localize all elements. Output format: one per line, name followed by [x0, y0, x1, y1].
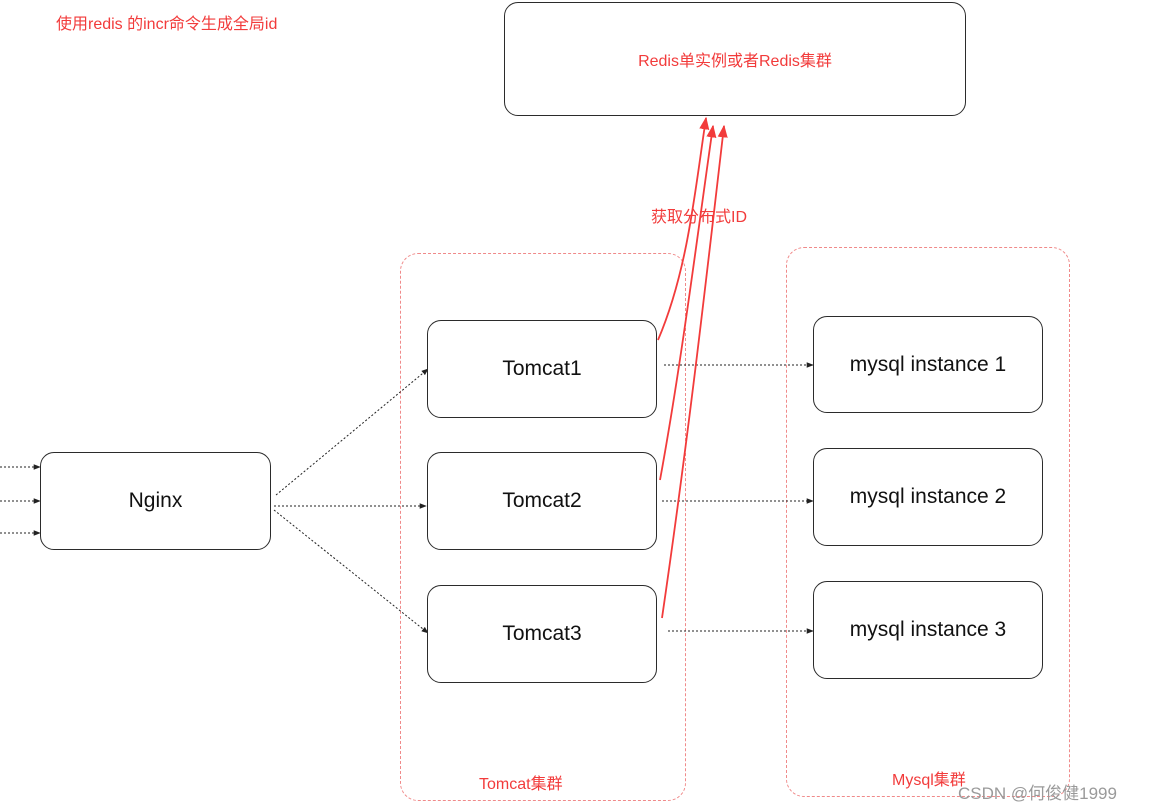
watermark: CSDN @何俊健1999: [958, 784, 1117, 803]
edge-label-get-id: 获取分布式ID: [651, 209, 748, 226]
tomcat-cluster-label: Tomcat集群: [479, 776, 563, 793]
tomcat-cluster-group: [400, 253, 686, 801]
nginx-label: Nginx: [128, 489, 183, 512]
tomcat2-label: Tomcat2: [502, 489, 582, 512]
tomcat3-node: Tomcat3: [427, 585, 657, 683]
tomcat1-redis-edge: [657, 116, 710, 341]
nginx-tomcat3-edge: [273, 509, 429, 634]
redis-node: Redis单实例或者Redis集群: [504, 2, 966, 116]
tomcat1-node: Tomcat1: [427, 320, 657, 418]
mysql3-node: mysql instance 3: [813, 581, 1043, 679]
mysql1-label: mysql instance 1: [849, 352, 1007, 376]
mysql2-label: mysql instance 2: [849, 485, 1007, 508]
tomcat3-label: Tomcat3: [502, 622, 582, 645]
mysql-cluster-group: [786, 247, 1070, 797]
nginx-tomcat1-edge: [275, 368, 429, 496]
mysql3-label: mysql instance 3: [849, 618, 1007, 641]
mysql2-node: mysql instance 2: [813, 448, 1043, 546]
tomcat3-redis-edge: [661, 124, 728, 619]
tomcat1-label: Tomcat1: [502, 357, 582, 380]
tomcat2-node: Tomcat2: [427, 452, 657, 550]
tomcat2-redis-edge: [659, 124, 717, 481]
mysql1-node: mysql instance 1: [813, 316, 1043, 413]
redis-label: Redis单实例或者Redis集群: [638, 53, 832, 70]
nginx-node: Nginx: [40, 452, 271, 550]
mysql-cluster-label: Mysql集群: [892, 772, 966, 789]
diagram-title: 使用redis 的incr命令生成全局id: [56, 16, 278, 33]
